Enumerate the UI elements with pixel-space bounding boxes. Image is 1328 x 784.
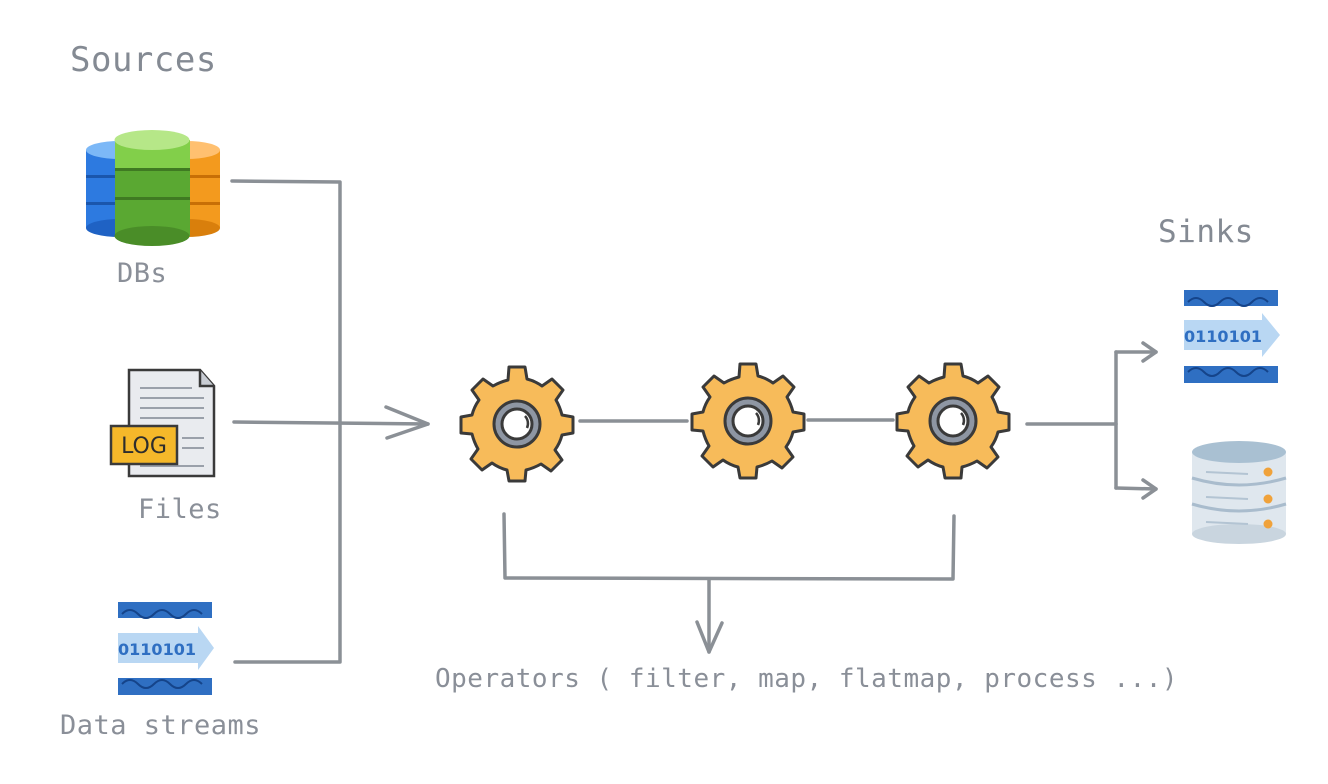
operators-bracket <box>502 512 956 581</box>
data-stream-icon-sink: 0110101 <box>1184 290 1280 383</box>
data-stream-icon-source: 0110101 <box>118 602 214 695</box>
files-connector <box>232 420 430 426</box>
data-streams-label: Data streams <box>60 710 262 741</box>
operators-caption: Operators ( filter, map, flatmap, proces… <box>435 664 1179 694</box>
gear-icon-3 <box>895 362 1011 480</box>
gear-icon-2 <box>690 362 806 480</box>
log-badge: LOG <box>121 434 167 459</box>
log-file-icon: LOG <box>109 368 216 478</box>
source-arrowhead <box>384 405 430 440</box>
sink-arrowhead-bottom <box>1141 478 1158 500</box>
dbs-label: DBs <box>117 258 168 289</box>
operators-arrowhead <box>695 620 724 654</box>
sources-title: Sources <box>70 40 217 80</box>
database-stack-icon <box>86 130 220 246</box>
gear-icon-1 <box>459 365 575 483</box>
sink-arrowhead-top <box>1141 341 1158 363</box>
files-label: Files <box>138 494 222 525</box>
sink-branch-bottom <box>1114 486 1158 491</box>
stream-bits: 0110101 <box>118 640 196 659</box>
sinks-title: Sinks <box>1158 214 1254 250</box>
sink-stream-bits: 0110101 <box>1184 327 1262 346</box>
server-icon <box>1191 441 1287 544</box>
